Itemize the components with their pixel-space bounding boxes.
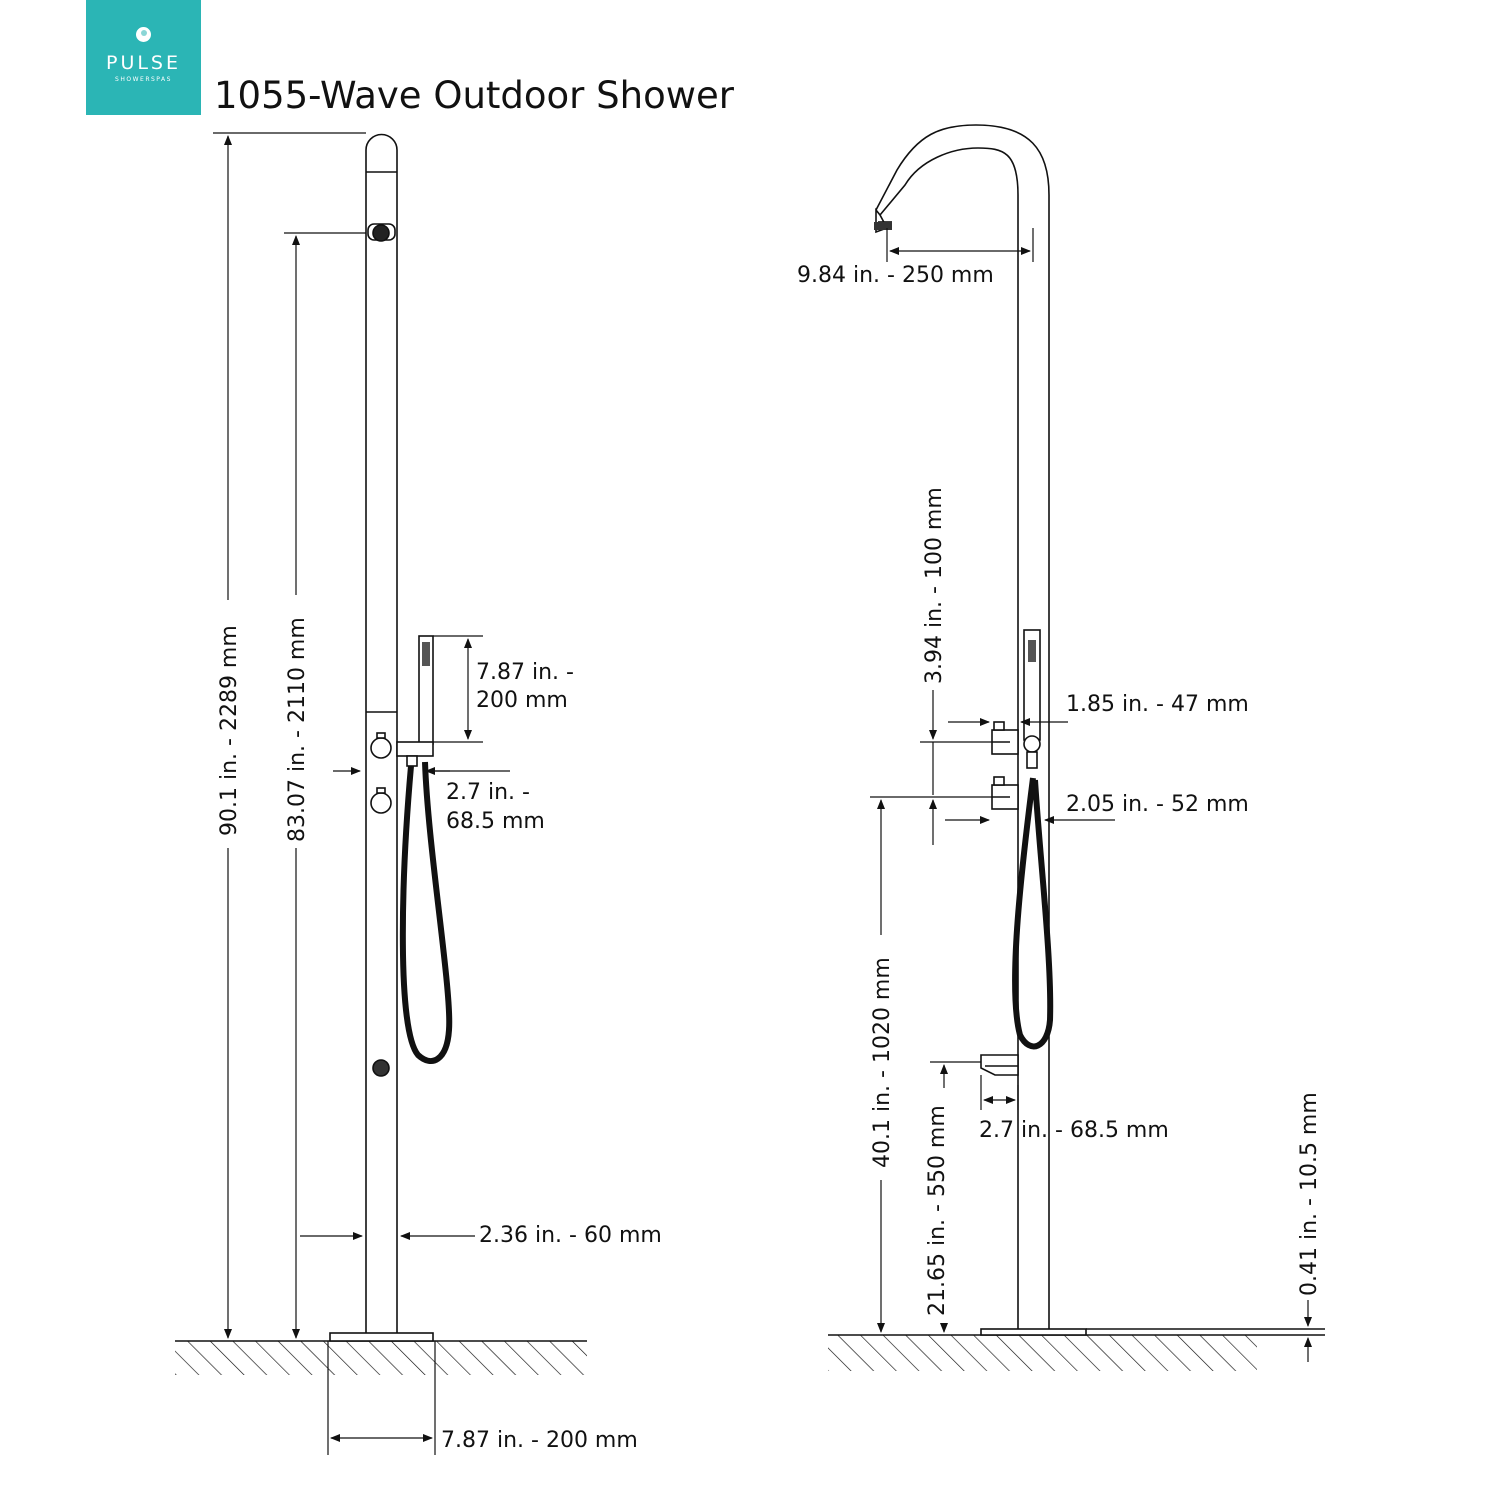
label-handle-depth-lower: 2.05 in. - 52 mm — [1066, 792, 1249, 817]
front-hand-shower — [396, 635, 434, 767]
label-footwash-reach: 2.7 in. - 68.5 mm — [979, 1118, 1169, 1143]
dimension-labels: 90.1 in. - 2289 mm 83.07 in. - 2110 mm 7… — [217, 263, 1322, 1453]
label-handshower-length-2: 200 mm — [476, 688, 568, 713]
page-title: 1055-Wave Outdoor Shower — [214, 74, 734, 117]
front-base-plate — [329, 1332, 434, 1342]
side-shower-head — [874, 207, 892, 234]
front-dimension-lines — [213, 132, 510, 1455]
label-footwash-height: 21.65 in. - 550 mm — [925, 1105, 950, 1316]
label-holder-offset-2: 68.5 mm — [446, 809, 545, 834]
front-ground — [175, 1340, 587, 1375]
front-view — [175, 133, 587, 1375]
side-valve-handles — [991, 721, 1019, 810]
side-footwash — [980, 1054, 1019, 1076]
label-handle-depth-upper: 1.85 in. - 47 mm — [1066, 692, 1249, 717]
front-valve-knobs — [370, 732, 392, 814]
pulse-logo: PULSE SHOWERSPAS — [86, 0, 201, 115]
side-gooseneck — [879, 147, 1019, 1329]
logo-subbrand: SHOWERSPAS — [115, 76, 172, 83]
label-base-width: 7.87 in. - 200 mm — [441, 1428, 638, 1453]
front-footwash-nozzle — [372, 1059, 390, 1077]
label-total-height: 90.1 in. - 2289 mm — [217, 625, 242, 836]
logo-shower-icon — [136, 27, 151, 42]
label-valve-spacing: 3.94 in. - 100 mm — [922, 487, 947, 684]
label-holder-offset-1: 2.7 in. - — [446, 780, 530, 805]
front-shower-head — [367, 223, 396, 242]
label-base-plate: 0.41 in. - 10.5 mm — [1297, 1092, 1322, 1296]
label-column-width: 2.36 in. - 60 mm — [479, 1223, 662, 1248]
side-hand-shower — [1023, 629, 1041, 769]
side-base-plate — [980, 1328, 1087, 1336]
side-hose — [1012, 777, 1054, 1050]
label-head-reach: 9.84 in. - 250 mm — [797, 263, 994, 288]
side-dimension-lines — [870, 228, 1312, 1362]
logo-brand: PULSE — [105, 52, 181, 74]
front-column — [365, 133, 398, 1333]
front-hose — [399, 761, 453, 1064]
label-head-height: 83.07 in. - 2110 mm — [285, 617, 310, 842]
label-handshower-length-1: 7.87 in. - — [476, 660, 574, 685]
label-valve-height: 40.1 in. - 1020 mm — [870, 957, 895, 1168]
side-view — [828, 124, 1325, 1371]
